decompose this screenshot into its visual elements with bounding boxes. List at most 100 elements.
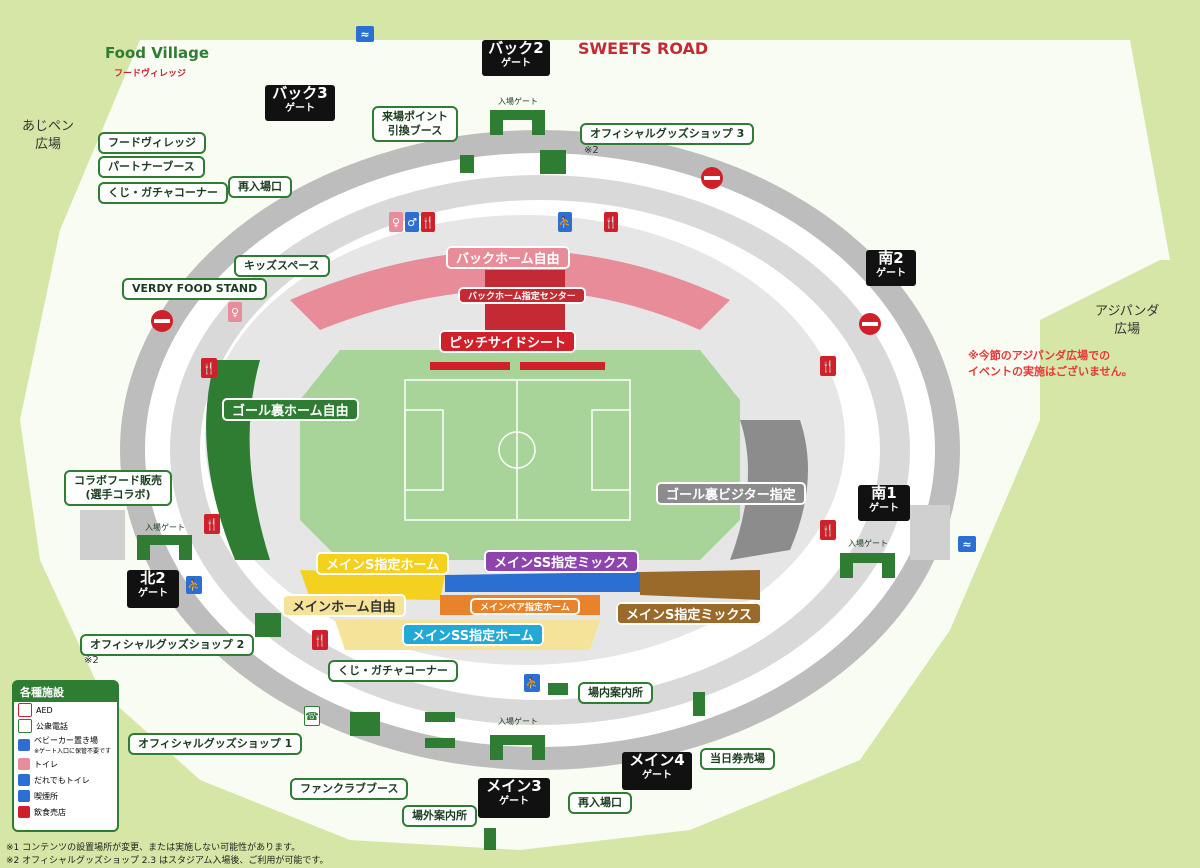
right-penalty-box [591,409,631,491]
legend-stroller: ベビーカー置き場※ゲート入口に保管不要です [14,734,117,756]
smoking-area-icon: ≈ [356,26,374,42]
shop2-booth [255,613,281,637]
seat-goal-home-free: ゴール裏ホーム自由 [222,398,359,421]
kids-space-label: キッズスペース [234,255,330,277]
shop1-label: オフィシャルグッズショップ 1 [128,733,303,755]
shop2-note: ※2 [84,655,99,666]
seat-main-s-home: メインS指定ホーム [316,552,449,575]
legend-phone: 公衆電話 [14,718,117,734]
shop3-booth [540,150,566,174]
main-ss-block [445,572,640,592]
food-stall-icon [18,806,30,818]
seat-main-pair-home: メインペア指定ホーム [470,598,580,615]
left-penalty-box [404,409,444,491]
seat-main-s-mix: メインS指定ミックス [616,602,762,625]
legend-smoking: 喫煙所 [14,788,117,804]
main-entry-gate-shape [490,735,545,760]
toilet-icon: ♀ [389,212,403,232]
seat-back-home-center: バックホーム指定センター [458,287,586,304]
food-stall-icon: 🍴 [604,212,618,232]
legend-title: 各種施設 [14,682,117,702]
food-stall-icon: 🍴 [421,212,435,232]
legend-food: 飲食売店 [14,804,117,820]
stroller-icon [18,739,30,751]
info-center-booth [548,683,568,695]
shop3-label: オフィシャルグッズショップ 3 [580,123,755,145]
food-stall-icon: 🍴 [312,630,328,650]
legend-accessible-toilet: だれでもトイレ [14,772,117,788]
fanclub-label: ファンクラブブース [290,778,409,800]
kuji-gacha-north-label: くじ・ガチャコーナー [98,182,228,204]
seat-pitch-side: ピッチサイドシート [439,330,577,353]
points-booth-label: 来場ポイント 引換ブース [372,106,458,142]
ajipanda-notice: ※今節のアジパンダ広場での イベントの実施はございません。 [968,349,1133,378]
center-circle [498,431,536,469]
food-stall-icon: 🍴 [201,358,217,378]
shop3-note: ※2 [584,145,599,156]
phone-icon: ☎ [304,706,320,726]
outside-info-booth [484,828,496,850]
seat-main-ss-mix: メインSS指定ミックス [484,550,639,573]
seat-main-home-free: メインホーム自由 [282,594,406,617]
stroller-icon: ⛹ [558,212,572,232]
north-entry-gate-shape [137,535,192,560]
back-entry-gate-label: 入場ゲート [498,97,538,106]
main-s-mix-block [640,570,760,600]
food-village-label: フードヴィレッジ [98,132,206,154]
sweets-road-logo: SWEETS ROAD [578,39,709,58]
legend-toilet: トイレ [14,756,117,772]
reentry-main-label: 再入場口 [568,792,632,814]
smoking-area-icon: ≈ [958,536,976,552]
verdy-food-stand-label: VERDY FOOD STAND [122,278,268,300]
back-entry-gate-shape [490,110,545,135]
fanclub-booth-1 [425,712,455,722]
pitch-side-bar-left [430,362,510,370]
north-stairs [80,510,125,560]
food-stall-icon: 🍴 [820,520,836,540]
south-entry-gate-shape [840,553,895,578]
same-day-ticket-booth [693,692,705,716]
smoking-area-icon [18,790,30,802]
legend-aed: AED [14,702,117,718]
ajipanda-plaza-label: アジパンダ 広場 [1095,304,1160,337]
same-day-tickets-label: 当日券売場 [700,748,775,770]
seat-goal-visitor: ゴール裏ビジター指定 [656,482,806,505]
footnote-1: ※1 コンテンツの設置場所が変更、または実施しない可能性があります。 [6,843,301,853]
stroller-icon: ⛹ [524,674,540,692]
seat-main-ss-home: メインSS指定ホーム [402,623,544,646]
stroller-icon: ⛹ [186,576,202,594]
phone-icon [18,719,32,733]
south-entry-gate-label: 入場ゲート [848,539,888,548]
collab-food-label: コラボフード販売 (選手コラボ) [64,470,172,506]
food-stall-icon: 🍴 [820,356,836,376]
accessible-toilet-icon [18,774,30,786]
points-booth [460,155,474,173]
north-entry-gate-label: 入場ゲート [145,523,185,532]
toilet-icon: ♂ [405,212,419,232]
pitch-side-bar-right [520,362,605,370]
toilet-icon [18,758,30,770]
partner-booth-label: パートナーブース [98,156,205,178]
shop1-booth [350,712,380,736]
ajipen-plaza-label: あじペン 広場 [22,119,75,152]
info-center-label: 場内案内所 [578,682,653,704]
aed-icon [18,703,32,717]
food-stall-icon: 🍴 [204,514,220,534]
food-village-logo: Food Village フードヴィレッジ [105,44,210,79]
footnote-2: ※2 オフィシャルグッズショップ 2.3 はスタジアム入場後、ご利用が可能です。 [6,856,329,866]
legend: 各種施設 AED 公衆電話 ベビーカー置き場※ゲート入口に保管不要です トイレ … [12,680,119,832]
fanclub-booth-2 [425,738,455,748]
reentry-north-label: 再入場口 [228,176,292,198]
toilet-icon: ♀ [228,302,242,322]
seat-back-home-free: バックホーム自由 [446,246,570,269]
outside-info-label: 場外案内所 [402,805,477,827]
main-entry-gate-label: 入場ゲート [498,717,538,726]
main-s-home-block [300,570,445,600]
